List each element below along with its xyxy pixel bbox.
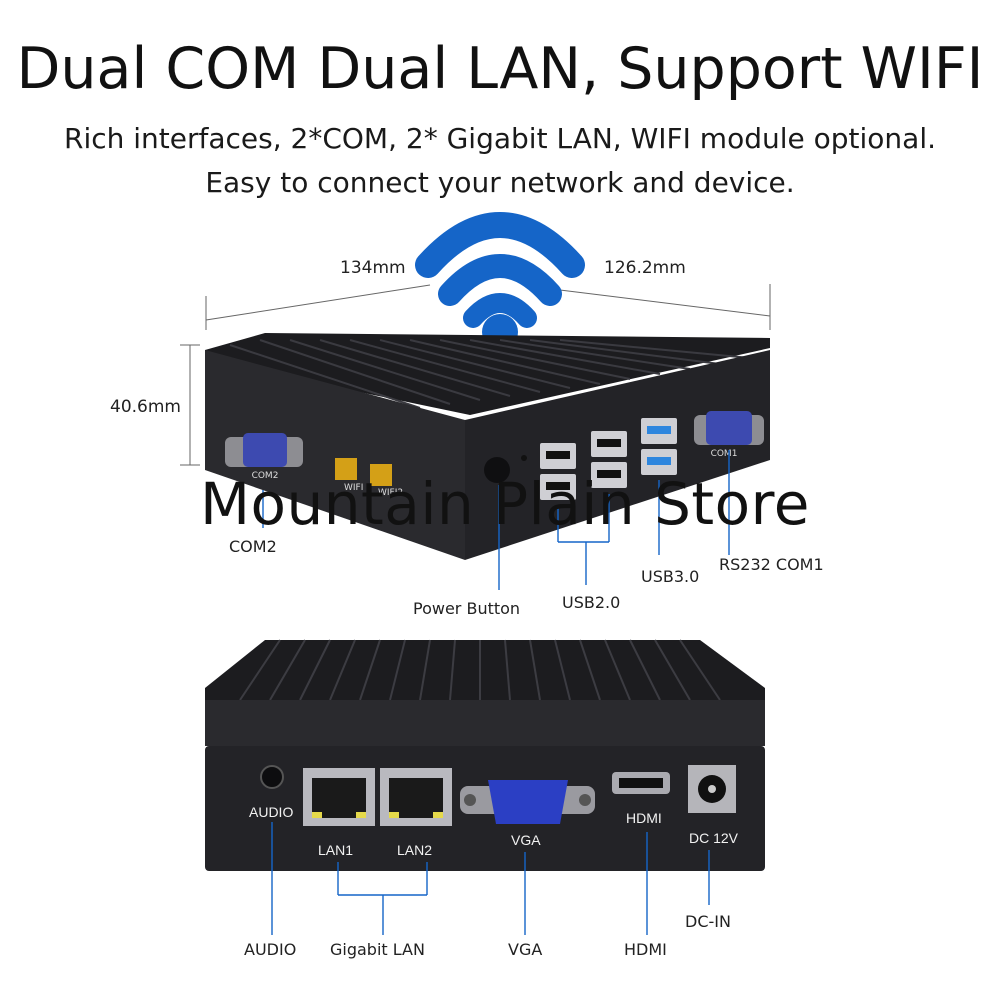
usb3-label: USB3.0 (641, 567, 700, 586)
hdmi-label: HDMI (624, 940, 667, 959)
front-unit: COM2 WIFI WIFI2 (205, 333, 770, 560)
audio-print: AUDIO (249, 804, 294, 820)
dc-in-label: DC-IN (685, 912, 731, 931)
back-unit (205, 639, 765, 871)
vga-print: VGA (511, 832, 541, 848)
dimension-lines (180, 284, 771, 466)
depth-dimension: 126.2mm (604, 258, 686, 278)
store-watermark: Mountain Plain Store (200, 470, 810, 538)
com1-label: RS232 COM1 (719, 555, 824, 574)
wifi-print: WIFI (344, 483, 363, 493)
lan2-print: LAN2 (397, 842, 433, 858)
subtitle-line-2: Easy to connect your network and device. (205, 166, 795, 199)
front-callout-lines (262, 450, 730, 590)
com2-label: COM2 (229, 537, 277, 556)
gigabit-lan-label: Gigabit LAN (330, 940, 425, 959)
height-dimension: 40.6mm (110, 397, 181, 417)
com2-print: COM2 (252, 471, 279, 481)
dc-print: DC 12V (689, 830, 739, 846)
power-button-label: Power Button (413, 599, 521, 618)
hdmi-print: HDMI (626, 810, 662, 826)
wifi2-print: WIFI2 (378, 488, 403, 498)
audio-label: AUDIO (244, 940, 297, 959)
wifi-icon (415, 212, 585, 350)
width-dimension: 134mm (340, 258, 406, 278)
back-callout-lines (271, 822, 710, 935)
page-title: Dual COM Dual LAN, Support WIFI (16, 36, 984, 102)
com1-print: COM1 (711, 449, 738, 459)
vga-label: VGA (508, 940, 543, 959)
usb2-label: USB2.0 (562, 593, 621, 612)
lan1-print: LAN1 (318, 842, 354, 858)
subtitle-line-1: Rich interfaces, 2*COM, 2* Gigabit LAN, … (63, 122, 937, 155)
